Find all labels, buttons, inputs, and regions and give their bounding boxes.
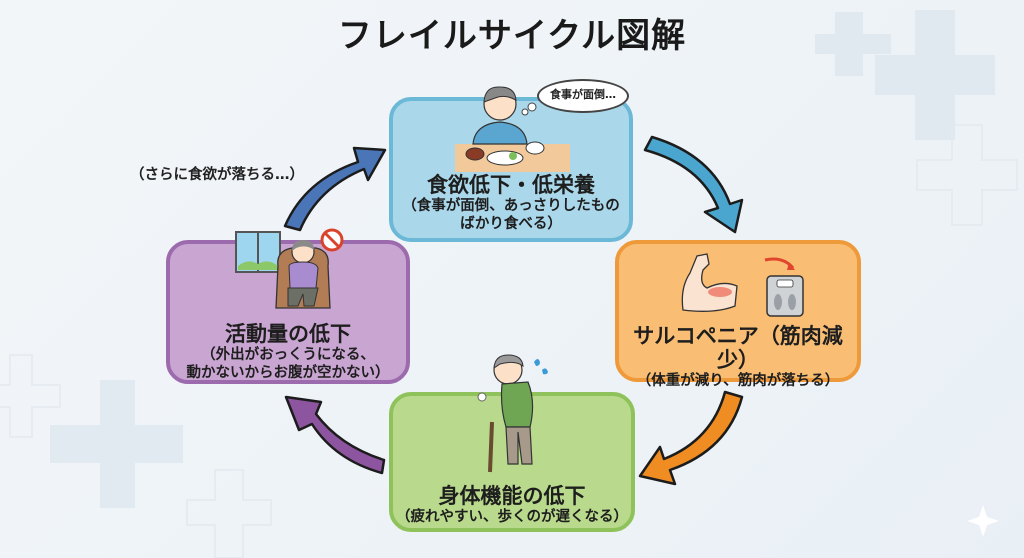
sweat-drop-icon — [534, 359, 540, 366]
soup-bowl-icon — [465, 147, 485, 161]
flexed-arm-icon — [681, 253, 738, 312]
arrow-physical-to-activity — [284, 395, 386, 475]
stage-title: 食欲低下・低栄養 — [427, 173, 595, 197]
page-title: フレイルサイクル図解 — [337, 16, 687, 56]
person-eating-illustration — [455, 86, 570, 172]
muscle-and-scale-illustration — [681, 253, 804, 317]
footprint — [774, 294, 782, 310]
thought-dot — [527, 102, 537, 112]
person-trousers — [505, 426, 533, 465]
sweat-drop-icon — [542, 368, 548, 375]
window-grass — [238, 261, 278, 270]
stage-box-sarcopenia: サルコペニア（筋肉減少） （体重が減り、筋肉が落ちる） — [615, 240, 861, 389]
breath-puff-icon — [477, 392, 487, 402]
stage-title: サルコペニア（筋肉減少） — [633, 324, 843, 372]
person-body — [472, 121, 528, 145]
person-legs — [287, 287, 319, 307]
muscle-highlight — [708, 287, 732, 297]
person-hair — [493, 354, 524, 369]
stage-description: （外出がおっくうになる、 — [201, 347, 375, 363]
person-hair — [292, 240, 314, 251]
stage-description: 動かないからお腹が空かない） — [186, 365, 390, 381]
person-in-armchair-illustration — [235, 228, 344, 309]
stage-description: （体重が減り、筋肉が落ちる） — [636, 373, 840, 389]
stage-description: （食事が面倒、あっさりしたもの — [402, 198, 620, 214]
stage-description: （疲れやすい、歩くのが遅くなる） — [396, 509, 628, 525]
thought-dot — [521, 108, 529, 116]
side-note-appetite-drops: （さらに食欲が落ちる…） — [130, 167, 304, 183]
thought-bubble: 食事が面倒… — [537, 79, 629, 113]
person-body — [288, 261, 319, 289]
vegetable-icon — [509, 152, 517, 160]
prohibited-slash — [323, 231, 341, 249]
plate-icon — [486, 150, 524, 166]
elderly-person-with-cane-illustration — [477, 354, 548, 473]
arrow-activity-to-appetite — [283, 146, 387, 232]
arrow-sarcopenia-to-physical — [638, 390, 744, 486]
rice-bowl-icon — [525, 141, 545, 155]
cane-icon — [488, 421, 494, 473]
person-sweater — [500, 381, 534, 428]
scale-dial — [776, 279, 794, 288]
arrow-appetite-to-sarcopenia — [643, 135, 744, 234]
person-hair — [483, 86, 517, 103]
stage-title: 活動量の低下 — [225, 322, 351, 346]
footprint — [788, 294, 796, 310]
arrow-head — [787, 262, 795, 270]
stage-description: ばかり食べる） — [460, 216, 562, 232]
stage-title: 身体機能の低下 — [438, 484, 586, 508]
